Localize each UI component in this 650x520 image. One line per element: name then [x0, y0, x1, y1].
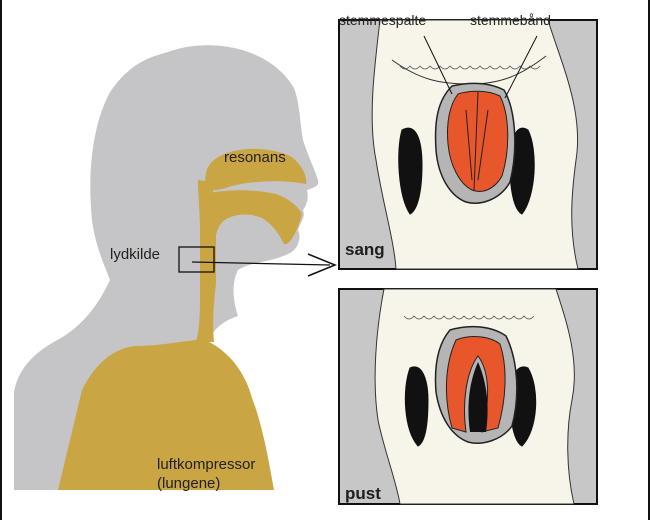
pust-label: pust [345, 484, 381, 504]
sang-label: sang [345, 240, 385, 260]
stemmespalte-label: stemmespalte [339, 12, 426, 28]
lungene-text: (lungene) [157, 474, 255, 493]
pust-panel [339, 289, 597, 504]
stemmebaand-label: stemmebånd [470, 12, 551, 28]
sang-panel [339, 20, 597, 269]
lydkilde-label: lydkilde [110, 246, 160, 263]
luftkompressor-label: luftkompressor (lungene) [157, 455, 255, 493]
luftkompressor-text: luftkompressor [157, 455, 255, 474]
resonans-label: resonans [224, 149, 286, 166]
